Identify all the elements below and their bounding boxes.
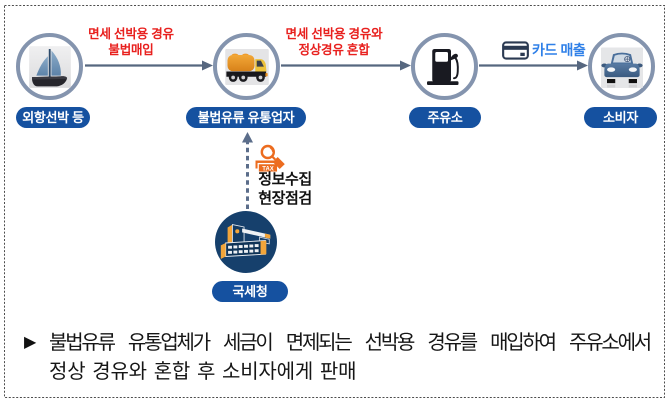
label-agency: 국세청 bbox=[212, 281, 288, 302]
dashed-border bbox=[4, 5, 665, 398]
tax-inspection-icon: TAX bbox=[255, 144, 285, 173]
nts-building-icon bbox=[220, 224, 271, 259]
node-vessel bbox=[16, 33, 83, 100]
node-distributor bbox=[213, 33, 280, 100]
node-gas-station bbox=[411, 33, 478, 100]
label-distributor: 불법유류 유통업자 bbox=[186, 107, 306, 128]
node-agency bbox=[215, 211, 277, 273]
label-vessel: 외항선박 등 bbox=[16, 107, 90, 128]
tanker-truck-icon bbox=[224, 48, 269, 85]
summary-block: ▶ 불법유류 유통업체가 세금이 면제되는 선박용 경유를 매입하여 주유소에서… bbox=[24, 329, 652, 387]
fuel-pump-icon bbox=[426, 48, 459, 85]
summary-line: 정상 경유와 혼합 후 소비자에게 판매 bbox=[49, 361, 357, 383]
label-gas-station: 주유소 bbox=[409, 107, 481, 128]
node-consumer bbox=[588, 33, 655, 100]
edge-label-card-sales: 카드 매출 bbox=[502, 40, 586, 60]
arrow-gas-station-to-consumer bbox=[479, 60, 588, 71]
label-consumer: 소비자 bbox=[584, 107, 657, 128]
summary-line: 불법유류 유통업체가 세금이 면제되는 선박용 경유를 매입하여 주유소에서 bbox=[49, 332, 652, 354]
edge-label-line: 면세 선박용 경유 bbox=[88, 27, 174, 41]
arrow-distributor-to-gas-station bbox=[281, 60, 411, 71]
edge-label-line: 불법매입 bbox=[108, 42, 154, 57]
summary-text: 불법유류 유통업체가 세금이 면제되는 선박용 경유를 매입하여 주유소에서 정… bbox=[49, 329, 652, 387]
summary-bullet: ▶ bbox=[24, 334, 37, 351]
credit-card-icon bbox=[502, 40, 529, 60]
inspection-caption-line: 정보수집 bbox=[258, 171, 312, 188]
tax-tag-text: TAX bbox=[262, 166, 274, 172]
edge-label-mixing: 면세 선박용 경유와 정상경유 혼합 bbox=[274, 27, 394, 58]
edge-label-illegal-purchase: 면세 선박용 경유 불법매입 bbox=[76, 27, 186, 58]
arrow-vessel-to-distributor bbox=[85, 60, 213, 71]
inspection-caption: 정보수집 현장점검 bbox=[253, 170, 317, 208]
inspection-caption-line: 현장점검 bbox=[258, 190, 312, 207]
edge-label-line: 정상경유 혼합 bbox=[298, 42, 370, 57]
car-icon bbox=[600, 47, 643, 88]
edge-label-line: 면세 선박용 경유와 bbox=[285, 27, 383, 41]
sailboat-icon bbox=[28, 45, 71, 88]
dashed-arrow-inspection bbox=[242, 132, 253, 209]
card-sales-label: 카드 매출 bbox=[532, 42, 586, 58]
